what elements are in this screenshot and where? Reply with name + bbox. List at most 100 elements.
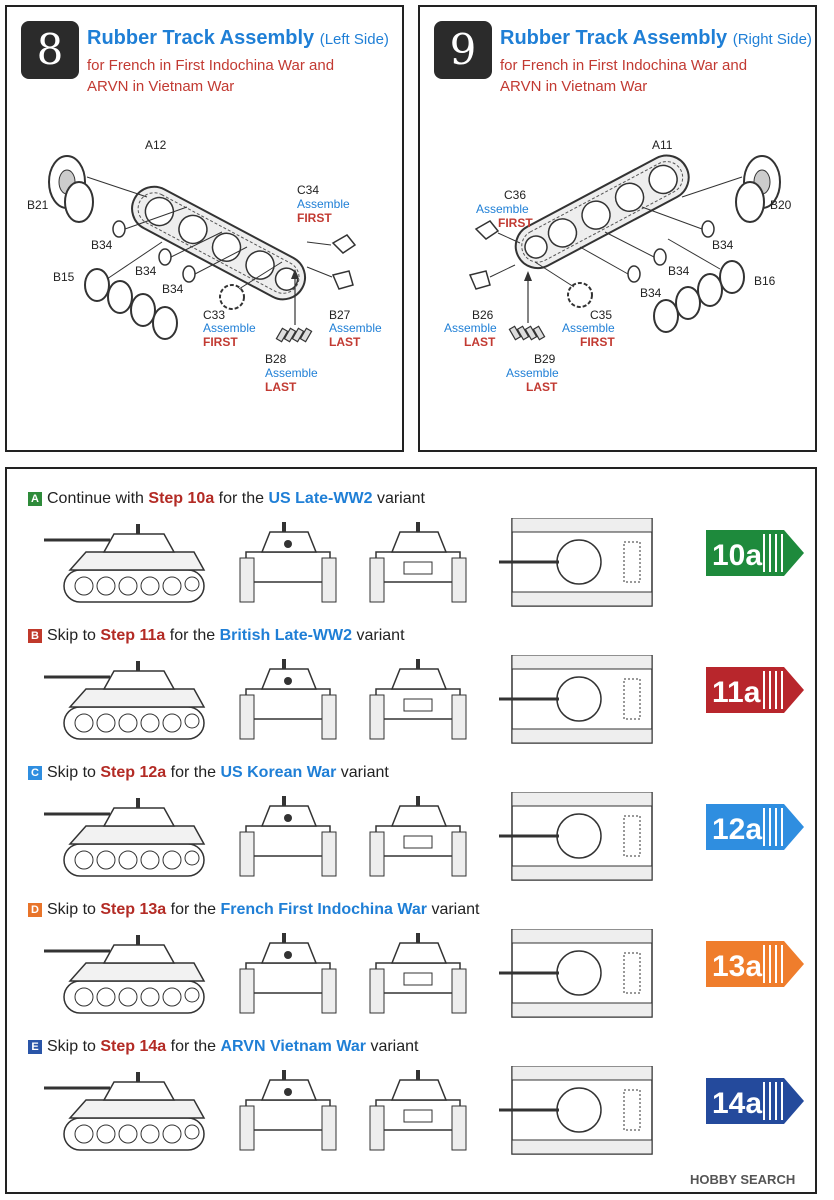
- subtitle-line-2: ARVN in Vietnam War: [500, 78, 648, 95]
- tank-side-view: [44, 1072, 206, 1151]
- label-a12: A12: [145, 138, 167, 152]
- label-c34: C34: [297, 183, 319, 197]
- variant-mid: for the: [218, 490, 265, 507]
- badge-label: 11a: [712, 676, 761, 709]
- part-b26: [468, 270, 491, 290]
- part-b27: [331, 270, 354, 290]
- variant-letter: A: [28, 492, 42, 506]
- badge-label: 12a: [712, 813, 762, 846]
- variant-step: Step 11a: [100, 627, 166, 644]
- tank-front-view: [239, 933, 337, 1014]
- tank-side-view: [44, 661, 206, 740]
- tank-rear-view: [369, 1070, 467, 1151]
- tank-rear-view: [369, 933, 467, 1014]
- label-a11: A11: [652, 138, 673, 152]
- label-b29: B29: [534, 352, 556, 366]
- label-c33-first: FIRST: [203, 335, 238, 349]
- part-c36: [474, 220, 500, 240]
- variant-lead: Skip to: [47, 627, 96, 644]
- tank-front-view: [239, 796, 337, 877]
- badge-label: 14a: [712, 1087, 762, 1120]
- variant-name: French First Indochina War: [220, 901, 427, 918]
- tank-side-view: [44, 524, 206, 603]
- step-title: Rubber Track Assembly (Left Side): [87, 27, 389, 50]
- variant-name: US Korean War: [220, 764, 337, 781]
- label-c33-assemble: Assemble: [203, 321, 256, 335]
- label-b34-3: B34: [640, 286, 662, 300]
- label-b28-assemble: Assemble: [265, 366, 318, 380]
- variant-tail: variant: [340, 764, 389, 781]
- variant-lead: Skip to: [47, 1038, 96, 1055]
- step-side: (Left Side): [319, 31, 389, 48]
- tank-top-view: [499, 655, 653, 744]
- left-track-diagram: A12 B21 B34 B15 B34 B34 C34 Assemble FIR…: [27, 138, 382, 394]
- variant-step: Step 13a: [100, 901, 167, 918]
- step-number: 9: [434, 21, 492, 79]
- variant-step: Step 14a: [100, 1038, 167, 1055]
- variant-letter: B: [28, 629, 42, 643]
- step-subtitle: for French in First Indochina War and AR…: [87, 55, 334, 97]
- badge-stripes: [763, 671, 783, 709]
- variant-name: British Late-WW2: [219, 627, 353, 644]
- track-links-b29: [508, 325, 546, 341]
- variant-name: ARVN Vietnam War: [220, 1038, 366, 1055]
- sprocket-c35: [567, 282, 593, 308]
- badge-shape: [706, 804, 804, 850]
- hub-rings-b34: [112, 220, 196, 283]
- tank-rear-view: [369, 796, 467, 877]
- label-b27-assemble: Assemble: [329, 321, 382, 335]
- label-b34-2: B34: [135, 264, 157, 278]
- idler-wheel-b21: [48, 155, 94, 223]
- label-b34-1: B34: [712, 238, 734, 252]
- step-badge: 12a: [706, 804, 804, 850]
- hub-rings-b34: [627, 220, 715, 283]
- tank-views: [44, 655, 653, 744]
- tank-rear-view: [369, 659, 467, 740]
- badge-stripes: [763, 534, 783, 572]
- step-title-text: Rubber Track Assembly: [500, 27, 728, 49]
- variant-mid: for the: [170, 764, 216, 781]
- label-b21: B21: [27, 198, 49, 212]
- road-wheels-b16: [653, 260, 745, 333]
- watermark: HOBBY SEARCH: [690, 1172, 796, 1187]
- tank-views: [44, 929, 653, 1018]
- label-b20: B20: [770, 198, 792, 212]
- tank-top-view: [499, 792, 653, 881]
- label-b15: B15: [53, 270, 75, 284]
- label-c36: C36: [504, 188, 526, 202]
- label-b26-last: LAST: [464, 335, 496, 349]
- variant-mid: for the: [170, 1038, 216, 1055]
- badge-stripes: [763, 1082, 783, 1120]
- variant-mid: for the: [170, 901, 216, 918]
- variant-tail: variant: [370, 1038, 419, 1055]
- label-c34-first: FIRST: [297, 211, 332, 225]
- subtitle-line-1: for French in First Indochina War and: [500, 57, 748, 74]
- variant-lead: Skip to: [47, 901, 96, 918]
- track-assembly-a12: [131, 185, 307, 301]
- label-b28-last: LAST: [265, 380, 297, 394]
- tank-views: [44, 518, 653, 607]
- sprocket-c33: [219, 284, 245, 310]
- tank-front-view: [239, 522, 337, 603]
- tank-front-view: [239, 1070, 337, 1151]
- badge-stripes: [763, 945, 783, 983]
- badge-shape: [706, 1078, 804, 1124]
- badge-shape: [706, 667, 804, 713]
- tank-top-view: [499, 1066, 653, 1155]
- label-b34-3: B34: [162, 282, 184, 296]
- subtitle-line-2: ARVN in Vietnam War: [87, 78, 235, 95]
- step-title-text: Rubber Track Assembly: [87, 27, 315, 49]
- part-c34: [331, 234, 357, 254]
- variant-tail: variant: [431, 901, 480, 918]
- tank-rear-view: [369, 522, 467, 603]
- step-9-panel: 9 Rubber Track Assembly (Right Side) for…: [418, 5, 817, 452]
- track-links-b28: [275, 327, 313, 343]
- track-assembly-a11: [514, 154, 690, 270]
- label-c33: C33: [203, 308, 225, 322]
- step-badge: 14a: [706, 1078, 804, 1124]
